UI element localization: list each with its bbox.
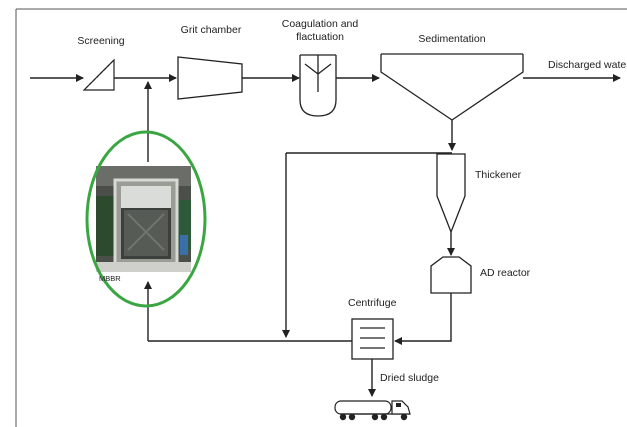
sedimentation-label: Sedimentation [418, 33, 485, 46]
ad-reactor-unit [431, 257, 471, 293]
centrifuge-label: Centrifuge [348, 297, 396, 310]
discharged-water-label: Discharged water [548, 59, 627, 72]
thickener-label: Thickener [475, 169, 521, 182]
coagulation-label-line2: flactuation [296, 31, 344, 44]
sedimentation-tank-unit [381, 54, 523, 120]
coagulation-label-line1: Coagulation and [282, 18, 358, 31]
tanker-truck-icon [335, 401, 410, 420]
dried-sludge-label: Dried sludge [380, 372, 439, 385]
ad-reactor-label: AD reactor [480, 267, 530, 280]
grit-chamber-unit [178, 57, 242, 99]
centrifuge-unit [352, 319, 393, 359]
screening-unit [84, 60, 114, 90]
coagulation-tank-unit [300, 55, 336, 116]
grit-chamber-label: Grit chamber [181, 24, 242, 37]
mbbr-reactor-photo [96, 166, 191, 272]
mbbr-label: MBBR [99, 272, 121, 285]
flow-ad-to-centrifuge [395, 293, 451, 341]
screening-label: Screening [77, 35, 124, 48]
thickener-unit [437, 154, 465, 232]
